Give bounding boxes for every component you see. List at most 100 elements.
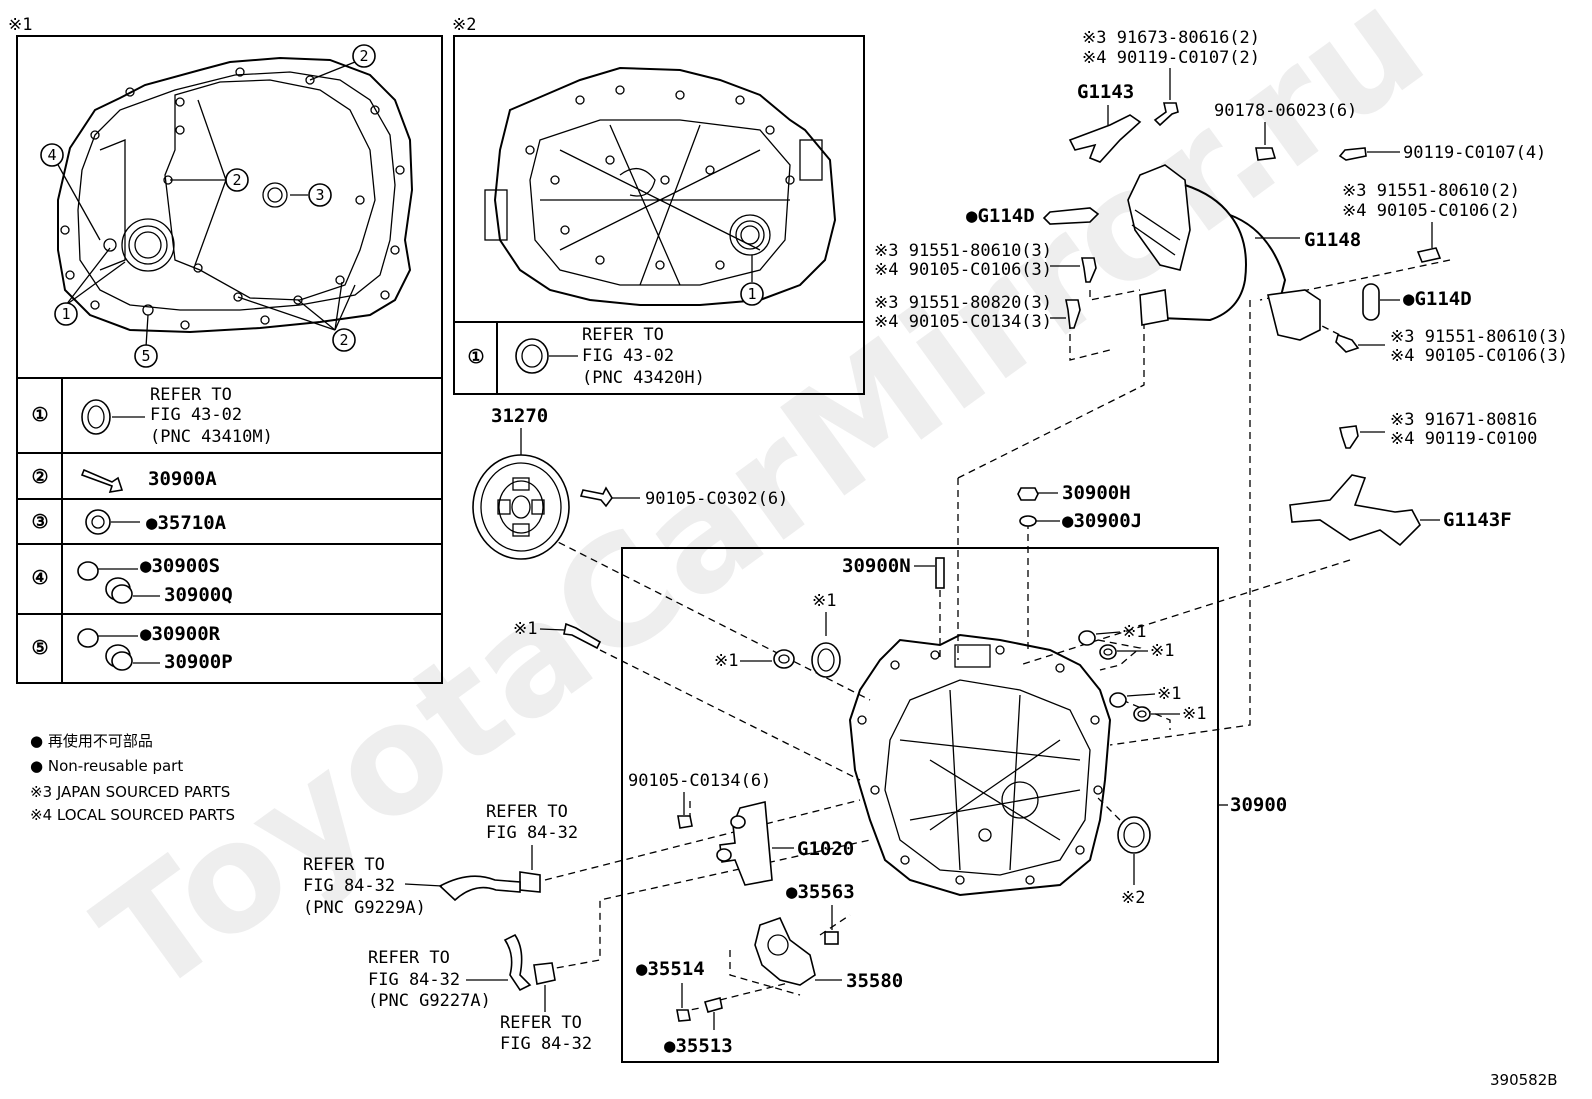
label-90178-06023: 90178-06023(6) xyxy=(1214,101,1357,121)
legend-num-3: ③ xyxy=(31,511,48,533)
label-g114d-right: ●G114D xyxy=(1403,288,1472,310)
legend-num-2: ② xyxy=(31,466,48,488)
label-m1-b: ※1 xyxy=(812,591,836,611)
callout-1: 1 xyxy=(61,305,70,323)
legend-num-1: ① xyxy=(31,404,48,426)
ref1-line1: REFER TO xyxy=(486,802,568,822)
part-bolts-r1: ※3 91551-80610(2) ※4 90105-C0106(2) xyxy=(1342,181,1520,263)
part-35563: ●35563 xyxy=(786,881,855,945)
part-90105-c0302: 90105-C0302(6) xyxy=(579,486,788,509)
callout-2a: 2 xyxy=(359,47,368,65)
panel-1-frame xyxy=(16,35,443,684)
label-35514: ●35514 xyxy=(636,958,705,980)
label-g1143f: G1143F xyxy=(1443,509,1512,531)
label-r1-a: ※3 91551-80610(2) xyxy=(1342,181,1520,201)
part-90105-c0134: 90105-C0134(6) xyxy=(628,771,771,829)
part-bolts-l1: ※3 91551-80610(3) ※4 90105-C0106(3) xyxy=(874,241,1097,283)
hose-g9229a: REFER TO FIG 84-32 REFER TO FIG 84-32 (P… xyxy=(303,802,578,918)
label-l1-a: ※3 91551-80610(3) xyxy=(874,241,1052,261)
panel-2-legend-line1: REFER TO xyxy=(582,325,664,345)
note-japan-sourced: ※3 JAPAN SOURCED PARTS xyxy=(30,783,230,801)
part-seal-m2: ※2 xyxy=(1117,816,1151,908)
part-35514: ●35514 xyxy=(636,958,705,1022)
panel-1: ※1 xyxy=(8,15,443,684)
ref3-line2: FIG 84-32 xyxy=(368,970,460,990)
part-g114d-right: ●G114D xyxy=(1362,283,1472,321)
panel-2-legend-line3: (PNC 43420H) xyxy=(582,368,705,388)
legend-4-part-b: 30900Q xyxy=(164,584,233,606)
label-90119-c0107-4: 90119-C0107(4) xyxy=(1403,143,1546,163)
panel-1-legend: ① REFER TO FIG 43-02 (PNC 43410M) ② 3090… xyxy=(31,385,272,673)
panel-2-legend-line2: FIG 43-02 xyxy=(582,346,674,366)
label-31270: 31270 xyxy=(491,405,548,427)
part-30900j: ●30900J xyxy=(1019,510,1142,532)
part-30900n: 30900N xyxy=(842,555,945,589)
bell-housing-drawing xyxy=(57,56,414,334)
transaxle-case-drawing xyxy=(484,66,837,306)
part-31270: 31270 xyxy=(472,405,570,560)
legend-2-part: 30900A xyxy=(148,468,217,490)
legend-1-line1: REFER TO xyxy=(150,385,232,405)
legend-1-line3: (PNC 43410M) xyxy=(150,427,273,447)
label-35563: ●35563 xyxy=(786,881,855,903)
legend-num-4: ④ xyxy=(31,567,48,589)
transaxle-assembly-drawing xyxy=(848,633,1112,897)
part-seals-m1: ※1 ※1 xyxy=(714,591,841,678)
label-m1-d: ※1 xyxy=(1122,622,1146,642)
legend-num-5: ⑤ xyxy=(31,637,48,659)
part-plugs-m1: ※1 ※1 ※1 ※1 xyxy=(1078,622,1206,724)
callout-2c: 2 xyxy=(339,331,348,349)
legend-1-line2: FIG 43-02 xyxy=(150,405,242,425)
hose-g9227a: REFER TO FIG 84-32 (PNC G9227A) REFER TO… xyxy=(368,933,592,1054)
panel-2-callout-1: 1 xyxy=(747,285,756,303)
part-g114d-left: ●G114D xyxy=(966,205,1100,227)
ref3-line3: (PNC G9227A) xyxy=(368,991,491,1011)
part-bolts-l2: ※3 91551-80820(3) ※4 90105-C0134(3) xyxy=(874,293,1081,332)
label-r2-b: ※4 90105-C0106(3) xyxy=(1390,346,1568,366)
label-90105-c0302: 90105-C0302(6) xyxy=(645,489,788,509)
note-local-sourced: ※4 LOCAL SOURCED PARTS xyxy=(30,806,235,824)
label-m1-f: ※1 xyxy=(1157,684,1181,704)
label-30900j: ●30900J xyxy=(1062,510,1142,532)
callout-4: 4 xyxy=(47,146,56,164)
label-l2-b: ※4 90105-C0134(3) xyxy=(874,312,1052,332)
part-bolt-m1: ※1 xyxy=(513,619,602,650)
figure-id: 390582B xyxy=(1490,1071,1558,1089)
label-r1-b: ※4 90105-C0106(2) xyxy=(1342,201,1520,221)
label-g114d-left: ●G114D xyxy=(966,205,1035,227)
legend-5-part-b: 30900P xyxy=(164,651,233,673)
label-30900h: 30900H xyxy=(1062,482,1131,504)
label-90105-c0134: 90105-C0134(6) xyxy=(628,771,771,791)
label-m1-e: ※1 xyxy=(1150,641,1174,661)
panel-1-marker: ※1 xyxy=(8,15,32,35)
label-g1143-bolt-b: ※4 90119-C0107(2) xyxy=(1082,48,1260,68)
notes: ● 再使用不可部品 ● Non-reusable part ※3 JAPAN S… xyxy=(30,732,235,824)
part-90178-06023: 90178-06023(6) xyxy=(1214,101,1357,161)
ref1-line2: FIG 84-32 xyxy=(486,823,578,843)
label-m1-a: ※1 xyxy=(513,619,537,639)
legend-4-part-a: ●30900S xyxy=(140,555,220,577)
label-m1-g: ※1 xyxy=(1182,704,1206,724)
part-90119-c0107-4: 90119-C0107(4) xyxy=(1338,143,1546,163)
panel-2-legend-num: ① xyxy=(467,346,484,368)
panel-2: ※2 1 ① REFER TO FIG 43-02 xyxy=(452,15,865,395)
ref3-line1: REFER TO xyxy=(368,948,450,968)
label-l2-a: ※3 91551-80820(3) xyxy=(874,293,1052,313)
ref2-line2: FIG 84-32 xyxy=(303,876,395,896)
label-g1148: G1148 xyxy=(1304,229,1361,251)
label-35513: ●35513 xyxy=(664,1035,733,1057)
ref2-line1: REFER TO xyxy=(303,855,385,875)
label-r3-b: ※4 90119-C0100 xyxy=(1390,429,1537,449)
part-g1143: ※3 91673-80616(2) ※4 90119-C0107(2) G114… xyxy=(1068,28,1260,163)
part-bolts-r2: ※3 91551-80610(3) ※4 90105-C0106(3) xyxy=(1335,327,1568,366)
ref4-line2: FIG 84-32 xyxy=(500,1034,592,1054)
label-30900n: 30900N xyxy=(842,555,911,577)
label-g1020: G1020 xyxy=(797,838,854,860)
part-g1020: G1020 xyxy=(716,801,854,886)
part-g1148-harness: G1148 xyxy=(1127,164,1361,341)
label-l1-b: ※4 90105-C0106(3) xyxy=(874,260,1052,280)
ref4-line1: REFER TO xyxy=(500,1013,582,1033)
callout-2b: 2 xyxy=(232,171,241,189)
panel-2-frame xyxy=(453,35,865,395)
